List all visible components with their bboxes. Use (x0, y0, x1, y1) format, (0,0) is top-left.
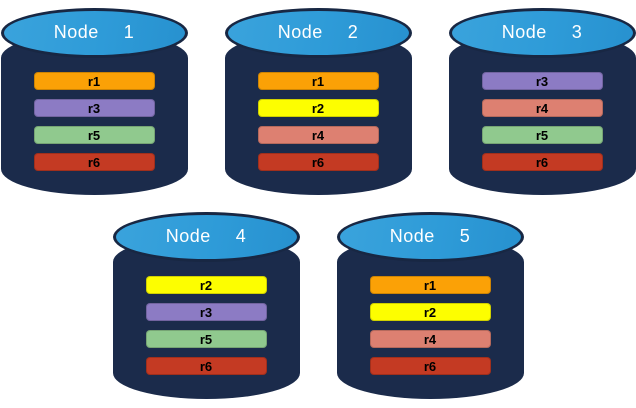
node-title: Node 1 (53, 21, 135, 42)
replica-bar: r6 (481, 153, 603, 171)
replica-bar-list: r3 r4 r5 r6 (449, 8, 636, 171)
replica-bar: r3 (145, 303, 267, 321)
node-cylinder-2: Node 2 r1 r2 r4 r6 (224, 8, 412, 195)
replica-bar: r1 (257, 72, 379, 90)
replica-bar: r1 (33, 72, 155, 90)
replica-bar-list: r1 r2 r4 r6 (337, 212, 524, 375)
replica-bar: r4 (481, 99, 603, 117)
node-cylinder-5: Node 5 r1 r2 r4 r6 (336, 212, 524, 399)
replica-bar: r5 (33, 126, 155, 144)
node-title: Node 2 (277, 21, 359, 42)
cylinder-top-ellipse: Node 5 (336, 212, 524, 262)
nodes-row-top: Node 1 r1 r3 r5 r6 Node 2 r1 r2 r4 r6 (0, 0, 636, 195)
replica-bar: r6 (33, 153, 155, 171)
replica-bar: r2 (145, 276, 267, 294)
replica-bar: r5 (481, 126, 603, 144)
replica-bar: r4 (369, 330, 491, 348)
replica-bar-list: r1 r3 r5 r6 (1, 8, 188, 171)
replica-bar: r6 (145, 357, 267, 375)
replica-bar: r5 (145, 330, 267, 348)
node-cylinder-1: Node 1 r1 r3 r5 r6 (0, 8, 188, 195)
node-title: Node 3 (501, 21, 583, 42)
nodes-row-bottom: Node 4 r2 r3 r5 r6 Node 5 r1 r2 r4 r6 (0, 195, 636, 399)
replica-bar: r6 (369, 357, 491, 375)
replica-bar: r2 (369, 303, 491, 321)
replica-bar-list: r1 r2 r4 r6 (225, 8, 412, 171)
replica-bar: r1 (369, 276, 491, 294)
replica-bar: r6 (257, 153, 379, 171)
cylinder-top-ellipse: Node 3 (448, 8, 636, 58)
replica-bar-list: r2 r3 r5 r6 (113, 212, 300, 375)
cylinder-top-ellipse: Node 2 (224, 8, 412, 58)
cylinder-top-ellipse: Node 1 (0, 8, 188, 58)
cylinder-top-ellipse: Node 4 (112, 212, 300, 262)
replica-bar: r2 (257, 99, 379, 117)
node-cylinder-4: Node 4 r2 r3 r5 r6 (112, 212, 300, 399)
replica-bar: r3 (481, 72, 603, 90)
node-title: Node 4 (165, 225, 247, 246)
replica-bar: r3 (33, 99, 155, 117)
replica-bar: r4 (257, 126, 379, 144)
node-cylinder-3: Node 3 r3 r4 r5 r6 (448, 8, 636, 195)
node-title: Node 5 (389, 225, 471, 246)
